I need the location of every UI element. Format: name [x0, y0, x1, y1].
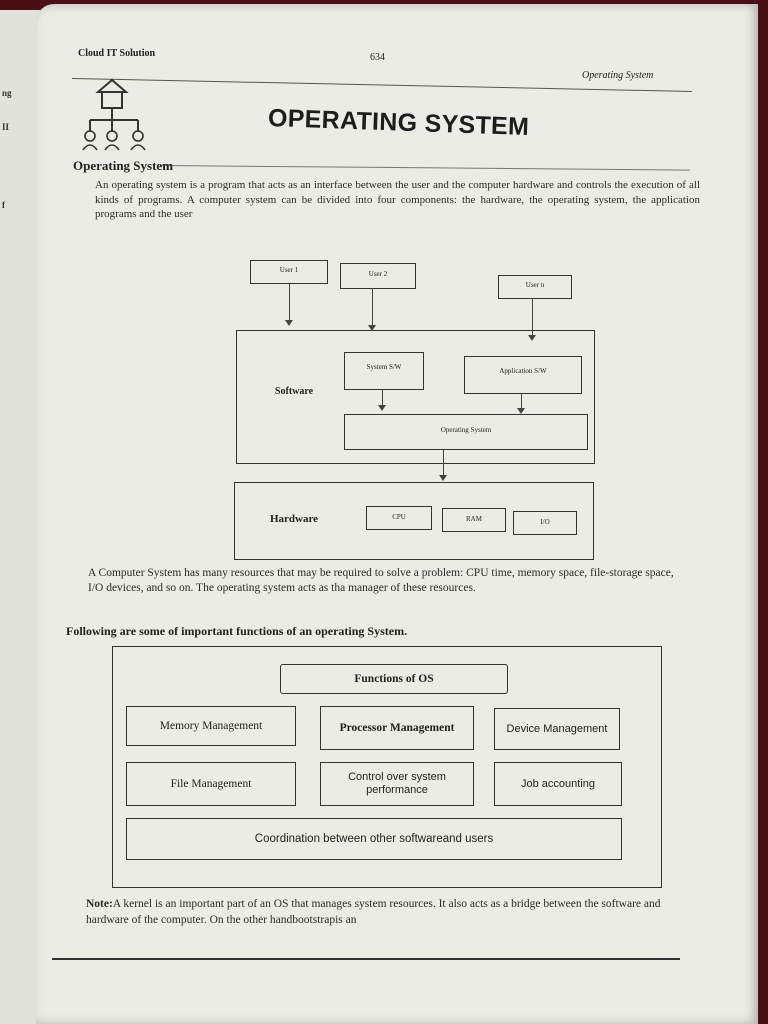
- software-label: Software: [274, 386, 314, 397]
- section-heading: Operating System: [73, 158, 174, 173]
- user2-label: User 2: [368, 270, 388, 278]
- operating-system-label: Operating System: [440, 426, 492, 434]
- previous-page-edge: ng II f: [0, 10, 41, 1024]
- device-management-box: Device Management: [494, 708, 620, 750]
- memory-management-box: Memory Management: [126, 706, 296, 746]
- system-sw-label: System S/W: [366, 363, 402, 371]
- connector-line: [521, 393, 523, 408]
- usern-label: User n: [525, 281, 545, 289]
- arrow-down-icon: [368, 325, 376, 331]
- book-page: [36, 4, 758, 1024]
- arrow-down-icon: [528, 335, 536, 341]
- job-accounting-box: Job accounting: [494, 762, 622, 806]
- application-sw-box: Application S/W: [464, 356, 582, 394]
- functions-heading: Following are some of important function…: [66, 624, 408, 638]
- application-sw-label: Application S/W: [499, 367, 547, 375]
- processor-management-box: Processor Management: [320, 706, 474, 750]
- connector-line: [372, 288, 374, 326]
- ram-box: RAM: [442, 508, 506, 532]
- connector-line: [382, 389, 384, 405]
- note-paragraph: Note:A kernel is an important part of an…: [86, 896, 696, 928]
- functions-title-box: Functions of OS: [280, 664, 508, 694]
- connector-line: [532, 298, 534, 336]
- prev-page-fragment: ng: [2, 88, 12, 98]
- cpu-box: CPU: [366, 506, 432, 530]
- cpu-label: CPU: [392, 513, 406, 521]
- arrow-down-icon: [285, 320, 293, 326]
- arrow-down-icon: [439, 475, 447, 481]
- user1-box: User 1: [250, 260, 328, 284]
- user2-box: User 2: [340, 263, 416, 289]
- io-label: I/O: [540, 518, 550, 526]
- usern-box: User n: [498, 275, 572, 299]
- coordination-box: Coordination between other softwareand u…: [126, 818, 622, 860]
- system-sw-box: System S/W: [344, 352, 424, 390]
- ram-label: RAM: [466, 515, 482, 523]
- resources-paragraph: A Computer System has many resources tha…: [88, 567, 674, 594]
- intro-paragraph: An operating system is a program that ac…: [95, 179, 700, 220]
- connector-line: [443, 449, 445, 475]
- note-label: Note:: [86, 898, 113, 910]
- operating-system-box: Operating System: [344, 414, 588, 450]
- functions-diagram: [112, 646, 662, 888]
- hardware-label: Hardware: [269, 513, 319, 525]
- arrow-down-icon: [378, 405, 386, 411]
- footer-rule: [52, 958, 680, 960]
- control-performance-box: Control over system performance: [320, 762, 474, 806]
- file-management-box: File Management: [126, 762, 296, 806]
- header-chapter: Operating System: [582, 70, 654, 81]
- software-box: [236, 330, 595, 464]
- prev-page-fragment: II: [2, 122, 10, 132]
- connector-line: [289, 283, 291, 321]
- prev-page-fragment: f: [2, 200, 5, 210]
- user1-label: User 1: [279, 266, 299, 274]
- arrow-down-icon: [517, 408, 525, 414]
- header-brand: Cloud IT Solution: [78, 48, 156, 59]
- hierarchy-icon: [82, 78, 146, 151]
- note-text: A kernel is an important part of an OS t…: [86, 898, 661, 926]
- page-number: 634: [370, 52, 385, 63]
- hardware-box: [234, 482, 594, 560]
- io-box: I/O: [513, 511, 577, 535]
